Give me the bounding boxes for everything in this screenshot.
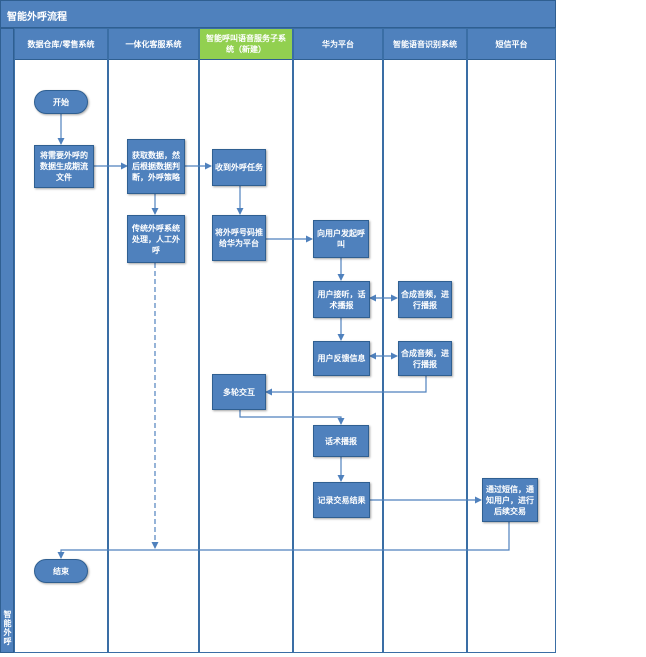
node-label: 合成音频，进行播报 <box>401 348 449 369</box>
arrow-synth2-multi <box>265 376 427 396</box>
node-label: 话术播报 <box>325 436 357 446</box>
arrow-sms-end <box>57 522 510 559</box>
node-label: 通过短信，通知用户，进行后续交易 <box>486 484 534 516</box>
node-label: 多轮交互 <box>223 387 255 397</box>
lane-header: 短信平台 <box>468 29 555 60</box>
lane-sms: 短信平台 <box>467 28 556 653</box>
lane-label: 智能语音识别系统 <box>393 39 457 49</box>
node-label: 收到外呼任务 <box>215 163 263 172</box>
node-label: 合成音频，进行播报 <box>401 289 449 310</box>
diagram-title: 智能外呼流程 <box>7 12 67 23</box>
node-label: 传统外呼系统处理，人工外呼 <box>132 223 180 255</box>
lane-label: 智能呼叫语音服务子系统（新建） <box>206 34 286 54</box>
node-label: 获取数据，然后根据数据判断，外呼策略 <box>132 151 180 182</box>
node-label: 开始 <box>53 97 69 107</box>
node-label: 用户反馈信息 <box>317 354 366 363</box>
node-script-playback: 话术播报 <box>313 425 369 457</box>
node-synthesize-2: 合成音频，进行播报 <box>398 341 452 376</box>
lane-speech-recognition: 智能语音识别系统 <box>383 28 467 653</box>
node-label: 将需要外呼的数据生成期流文件 <box>40 151 88 182</box>
arrow-multi-script <box>239 410 345 425</box>
node-record-result: 记录交易结果 <box>313 482 370 518</box>
node-fetch-data: 获取数据，然后根据数据判断，外呼策略 <box>127 139 185 194</box>
node-multi-round: 多轮交互 <box>212 374 266 410</box>
lane-header: 华为平台 <box>294 29 382 60</box>
node-receive-task: 收到外呼任务 <box>212 149 266 186</box>
diagram-title-bar: 智能外呼流程 <box>0 0 556 28</box>
lane-label: 数据仓库/零售系统 <box>27 39 95 49</box>
node-label: 记录交易结果 <box>317 495 366 505</box>
node-synthesize-1: 合成音频，进行播报 <box>398 281 452 318</box>
lane-header: 一体化客服系统 <box>109 29 198 60</box>
lane-smart-call: 智能呼叫语音服务子系统（新建） <box>199 28 293 653</box>
node-end: 结束 <box>34 559 88 583</box>
lane-header: 智能语音识别系统 <box>384 29 466 60</box>
node-label: 结束 <box>53 566 69 576</box>
lane-label: 华为平台 <box>322 39 354 49</box>
side-label: 智能外呼 <box>3 610 12 646</box>
node-generate-file: 将需要外呼的数据生成期流文件 <box>34 145 94 188</box>
node-dial-user: 向用户发起呼叫 <box>313 220 369 258</box>
lane-label: 一体化客服系统 <box>125 39 182 49</box>
node-traditional-call: 传统外呼系统处理，人工外呼 <box>127 215 185 263</box>
node-sms-notify: 通过短信，通知用户，进行后续交易 <box>482 478 538 522</box>
lane-label: 短信平台 <box>495 39 528 49</box>
node-label: 用户接听，话术播报 <box>317 289 366 310</box>
side-stripe: 智能外呼 <box>0 28 14 653</box>
lane-header: 智能呼叫语音服务子系统（新建） <box>200 29 292 60</box>
node-start: 开始 <box>34 90 88 114</box>
node-user-feedback: 用户反馈信息 <box>313 341 370 376</box>
node-user-answer: 用户接听，话术播报 <box>313 281 370 318</box>
lane-header: 数据仓库/零售系统 <box>15 29 107 60</box>
node-push-numbers: 将外呼号码推给华为平台 <box>212 215 266 261</box>
node-label: 向用户发起呼叫 <box>317 229 365 249</box>
node-label: 将外呼号码推给华为平台 <box>215 228 263 248</box>
